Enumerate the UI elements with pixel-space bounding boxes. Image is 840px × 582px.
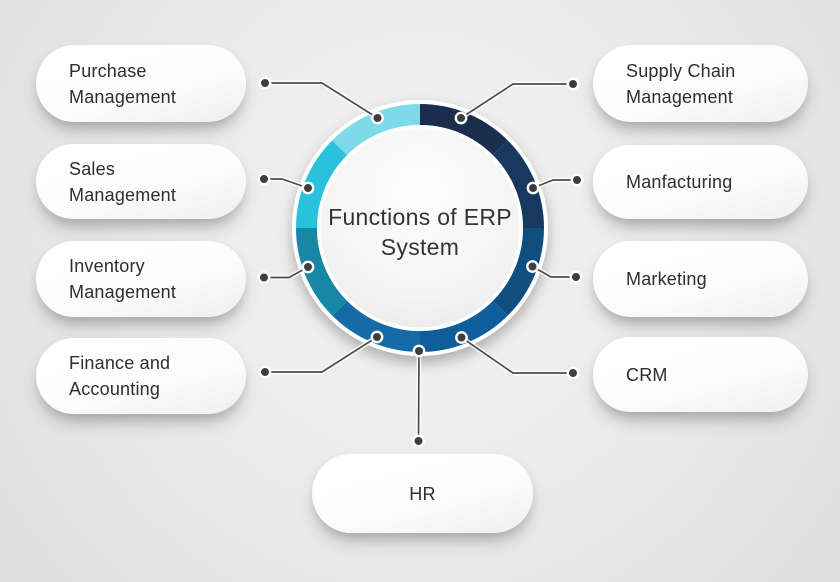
connector-hr <box>417 350 420 442</box>
node-sales-management: Sales Management <box>36 144 246 219</box>
node-label: Management <box>69 86 177 107</box>
diagram-title: Functions of ERP System <box>320 202 520 262</box>
dot-label-crm <box>566 366 580 380</box>
dot-label-manufacturing <box>570 173 584 187</box>
connector-dots <box>257 76 584 448</box>
node-label: Management <box>69 282 177 302</box>
node-crm: CRM <box>593 337 808 412</box>
dot-ring-finance <box>370 330 384 344</box>
dot-ring-inventory <box>301 260 315 274</box>
dot-label-marketing <box>569 270 583 284</box>
node-finance-and-accounting: Finance and Accounting <box>36 338 246 414</box>
connector-manufacturing <box>532 179 577 189</box>
node-label: Manfacturing <box>626 172 733 192</box>
dot-label-inventory <box>257 271 271 284</box>
node-label: Marketing <box>626 269 707 289</box>
circle-inner-disc <box>320 128 520 328</box>
node-label: Inventory <box>69 256 145 276</box>
node-label: Management <box>626 86 734 107</box>
node-marketing: Marketing <box>593 241 808 317</box>
dot-ring-hr <box>412 344 426 358</box>
node-label: Purchase <box>69 60 147 81</box>
dot-label-finance <box>258 365 272 379</box>
node-label: Supply Chain <box>626 60 736 81</box>
dot-ring-supply-chain <box>454 111 468 125</box>
dot-ring-manufacturing <box>526 181 540 195</box>
dot-ring-crm <box>455 331 468 344</box>
connector-crm <box>461 336 573 374</box>
dot-ring-purchase <box>371 111 384 125</box>
node-inventory-management: Inventory Management <box>36 241 246 317</box>
connector-finance <box>265 336 378 373</box>
diagram-title-line1: Functions of <box>328 204 457 230</box>
dot-ring-marketing <box>526 260 539 273</box>
dot-ring-sales <box>301 181 315 195</box>
node-label: Sales <box>69 158 116 179</box>
connector-marketing <box>532 265 576 278</box>
dot-label-sales <box>257 172 271 186</box>
diagram-title-line2: ERP System <box>380 204 512 260</box>
node-label: Management <box>69 184 177 205</box>
dot-label-purchase <box>258 76 272 90</box>
connector-purchase <box>265 82 378 119</box>
ring-segment-right-upper <box>492 140 544 229</box>
ring-segment-right-lower <box>492 227 544 316</box>
node-manufacturing: Manfacturing <box>593 145 808 219</box>
node-label: Accounting <box>69 379 161 399</box>
node-label: Finance and <box>69 353 171 373</box>
connector-inventory <box>264 266 309 279</box>
dot-label-supply-chain <box>566 77 580 91</box>
node-hr: HR <box>312 454 533 533</box>
node-label: HR <box>409 483 436 504</box>
node-purchase-management: Purchase Management <box>36 45 246 122</box>
connector-supply-chain <box>460 83 573 119</box>
ring-segment-left-lower <box>296 227 348 316</box>
dot-label-hr <box>412 434 425 448</box>
node-supply-chain-management: Supply Chain Management <box>593 45 808 122</box>
ring-segment-left-upper <box>296 140 348 229</box>
node-label: CRM <box>626 364 668 385</box>
